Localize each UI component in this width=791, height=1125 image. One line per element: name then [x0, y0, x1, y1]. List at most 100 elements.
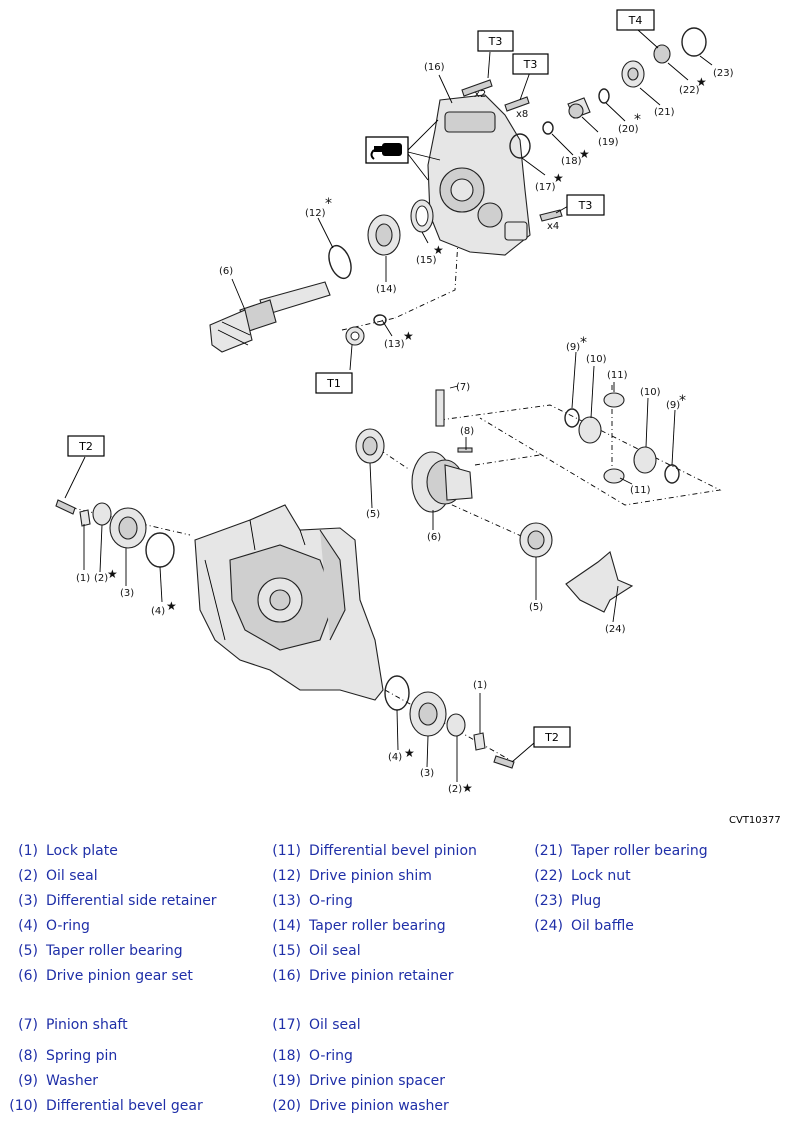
legend-item-16: (16)Drive pinion retainer — [272, 968, 454, 984]
legend-item-2: (2)Oil seal — [18, 868, 98, 884]
legend-item-19: (19)Drive pinion spacer — [272, 1073, 446, 1089]
callout-21: (21) — [654, 107, 675, 118]
torque-label-t3-b: T3 — [512, 53, 549, 75]
svg-text:T3: T3 — [523, 58, 538, 71]
callout-12: (12) — [305, 208, 326, 219]
lock-nut — [653, 44, 671, 64]
svg-text:T3: T3 — [578, 199, 593, 212]
star-22: ★ — [696, 75, 707, 89]
plug — [681, 27, 707, 57]
star-15: ★ — [433, 243, 444, 257]
pinion-shaft — [435, 389, 445, 427]
callout-19: (19) — [598, 137, 619, 148]
callout-5-left: (5) — [366, 509, 380, 520]
torque-label-t1: T1 — [315, 372, 353, 394]
asterisk-20: * — [634, 112, 641, 128]
exploded-diagram: T3 T3 T3 T4 T1 T2 T2 x2 x8 x4 (16) (6) (… — [55, 9, 734, 795]
drive-pinion-washer — [598, 88, 610, 104]
qty-x2: x2 — [474, 89, 486, 100]
legend-item-1: (1)Lock plate — [18, 843, 118, 859]
callout-4-left: (4) — [151, 606, 165, 617]
callout-1-right: (1) — [473, 680, 487, 691]
callout-6-top: (6) — [219, 266, 233, 277]
callout-3-left: (3) — [120, 588, 134, 599]
grease-tool-icon — [365, 119, 441, 181]
oil-seal-15 — [410, 199, 434, 233]
svg-text:T4: T4 — [628, 14, 643, 27]
star-18: ★ — [579, 147, 590, 161]
legend-item-10: (10)Differential bevel gear — [9, 1098, 203, 1114]
right-retainer-group — [384, 675, 515, 769]
svg-text:T3: T3 — [488, 35, 503, 48]
callout-8: (8) — [460, 426, 474, 437]
callout-17: (17) — [535, 182, 556, 193]
legend-item-5: (5)Taper roller bearing — [18, 943, 183, 959]
torque-label-t3-c: T3 — [566, 194, 605, 216]
drive-pinion-retainer — [427, 94, 531, 256]
callout-2-left: (2) — [94, 573, 108, 584]
torque-label-t2-left: T2 — [67, 435, 105, 457]
taper-roller-bearing-5b — [519, 522, 553, 558]
bevel-pinion-11b — [603, 468, 625, 484]
callout-7: (7) — [456, 382, 470, 393]
star-2-left: ★ — [107, 567, 118, 581]
washer-9b — [664, 464, 680, 484]
legend-item-4: (4)O-ring — [18, 918, 90, 934]
differential-case — [411, 451, 473, 513]
bevel-pinion-11a — [603, 392, 625, 408]
qty-x4: x4 — [547, 221, 559, 232]
callout-13: (13) — [384, 339, 405, 350]
drive-pinion-shaft — [209, 281, 331, 353]
star-2-right: ★ — [462, 781, 473, 795]
legend-item-11: (11)Differential bevel pinion — [272, 843, 477, 859]
legend-item-20: (20)Drive pinion washer — [272, 1098, 449, 1114]
callout-9-top: (9) — [566, 342, 580, 353]
bevel-gear-10a — [578, 416, 602, 444]
callout-18: (18) — [561, 156, 582, 167]
legend-item-13: (13)O-ring — [272, 893, 353, 909]
legend-item-21: (21)Taper roller bearing — [534, 843, 708, 859]
o-ring-13 — [373, 314, 387, 326]
asterisk-9-right: * — [679, 393, 686, 409]
callout-16: (16) — [424, 62, 445, 73]
star-13: ★ — [403, 329, 414, 343]
legend-item-6: (6)Drive pinion gear set — [18, 968, 193, 984]
taper-roller-bearing-5a — [355, 428, 385, 464]
star-17: ★ — [553, 171, 564, 185]
oil-seal-17 — [509, 133, 531, 159]
taper-roller-bearing-14 — [367, 214, 401, 256]
legend-item-24: (24)Oil baffle — [534, 918, 634, 934]
qty-x8: x8 — [516, 109, 528, 120]
callout-11-bottom: (11) — [630, 485, 651, 496]
asterisk-12: * — [325, 196, 332, 212]
callout-15: (15) — [416, 255, 437, 266]
svg-text:T1: T1 — [326, 377, 341, 390]
retainer-bolts — [461, 79, 563, 222]
left-retainer-group — [55, 499, 175, 568]
svg-text:T2: T2 — [78, 440, 93, 453]
star-4-right: ★ — [404, 746, 415, 760]
leader-lines — [64, 29, 713, 782]
transmission-case — [194, 504, 384, 701]
callout-1-left: (1) — [76, 573, 90, 584]
pinion-collar — [345, 326, 365, 346]
callout-22: (22) — [679, 85, 700, 96]
torque-label-t4: T4 — [616, 9, 655, 31]
bevel-gear-10b — [633, 446, 657, 474]
asterisk-9-top: * — [580, 335, 587, 351]
svg-text:T2: T2 — [544, 731, 559, 744]
callout-11-top: (11) — [607, 370, 628, 381]
callout-2-right: (2) — [448, 784, 462, 795]
assembly-lines — [59, 239, 722, 761]
callout-20: (20) — [618, 124, 639, 135]
legend-item-9: (9)Washer — [18, 1073, 99, 1089]
legend-item-7: (7)Pinion shaft — [18, 1017, 128, 1033]
taper-roller-bearing-21 — [621, 60, 645, 88]
callout-23: (23) — [713, 68, 734, 79]
callouts: (16) (6) (12) * (14) (15) ★ (13) ★ (17) … — [76, 62, 734, 795]
callout-3-right: (3) — [420, 768, 434, 779]
legend-item-23: (23)Plug — [534, 893, 602, 909]
legend-item-14: (14)Taper roller bearing — [272, 918, 446, 934]
star-4-left: ★ — [166, 599, 177, 613]
callout-5-right: (5) — [529, 602, 543, 613]
